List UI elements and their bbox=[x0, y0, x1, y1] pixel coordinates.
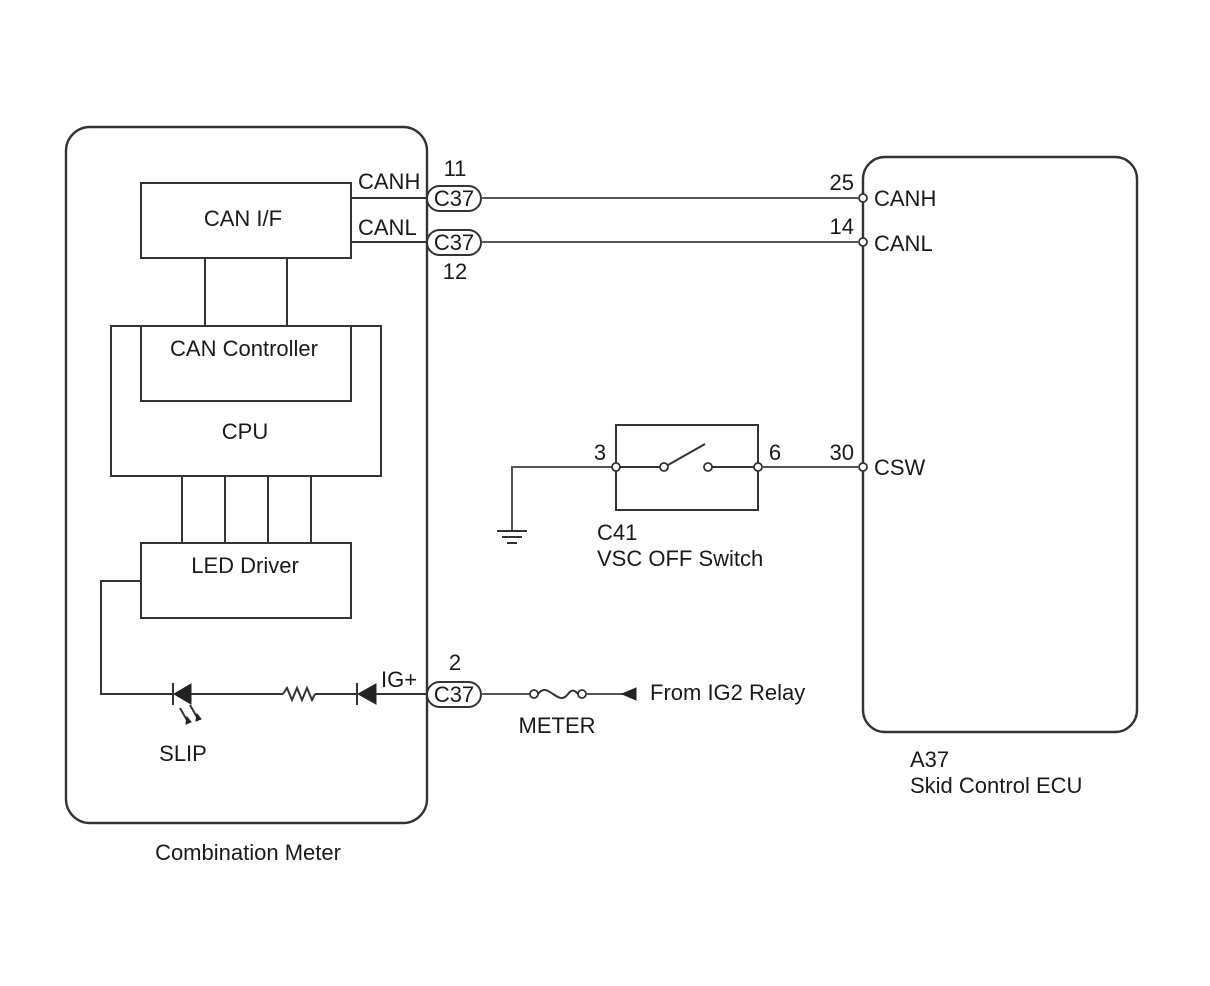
connector-pin-number: 11 bbox=[444, 156, 467, 181]
slip-led-icon bbox=[172, 683, 202, 725]
fuse-label: METER bbox=[519, 713, 596, 738]
connector-pin-number: 2 bbox=[449, 650, 461, 675]
switch-pin-right-number: 6 bbox=[769, 440, 781, 465]
vsc-off-switch: 3 6 C41 VSC OFF Switch bbox=[497, 424, 781, 571]
can-if-block bbox=[140, 182, 352, 259]
connector-c37-canl: C37 12 bbox=[426, 229, 482, 284]
canh-signal-label: CANH bbox=[358, 169, 420, 194]
ecu-code: A37 bbox=[910, 747, 949, 772]
ecu-pin-signal: CSW bbox=[874, 455, 926, 480]
connector-name: C37 bbox=[434, 230, 474, 255]
resistor-icon bbox=[282, 685, 316, 703]
ground-wire bbox=[511, 466, 612, 531]
can-if-label: CAN I/F bbox=[204, 206, 282, 231]
ecu-pin-canh bbox=[858, 193, 868, 203]
combination-meter: CAN I/F CAN Controller CPU LED Driver bbox=[64, 125, 430, 865]
switch-contact-icon bbox=[659, 443, 713, 472]
ecu-name: Skid Control ECU bbox=[910, 773, 1082, 798]
connector-c37-canh: C37 11 bbox=[426, 156, 482, 212]
combination-meter-title: Combination Meter bbox=[155, 840, 341, 865]
slip-lamp-label: SLIP bbox=[159, 741, 207, 766]
can-controller-block bbox=[140, 325, 352, 402]
canl-signal-label: CANL bbox=[358, 215, 417, 240]
ecu-pin-csw bbox=[858, 462, 868, 472]
ecu-pin-canl bbox=[858, 237, 868, 247]
switch-name: VSC OFF Switch bbox=[597, 546, 763, 571]
connector-name: C37 bbox=[434, 682, 474, 707]
switch-pin-6 bbox=[753, 462, 763, 472]
fuse-icon bbox=[529, 688, 587, 700]
skid-control-ecu: 25 CANH 14 CANL 30 CSW A37 Skid Control … bbox=[830, 155, 1139, 798]
ecu-pin-signal: CANL bbox=[874, 231, 933, 256]
can-controller-label: CAN Controller bbox=[170, 336, 318, 361]
source-label: From IG2 Relay bbox=[650, 680, 805, 705]
diode-icon bbox=[356, 683, 377, 705]
cpu-label: CPU bbox=[222, 419, 268, 444]
combination-meter-box bbox=[64, 125, 429, 825]
led-driver-output-wire bbox=[100, 580, 172, 695]
connector-name: C37 bbox=[434, 186, 474, 211]
ecu-pin-number: 30 bbox=[830, 440, 854, 465]
connector-pin-number: 12 bbox=[443, 259, 467, 284]
switch-code: C41 bbox=[597, 520, 637, 545]
switch-pin-left-number: 3 bbox=[594, 440, 606, 465]
arrow-left-icon bbox=[620, 687, 637, 701]
ecu-pin-number: 25 bbox=[830, 170, 854, 195]
ig-plus-label: IG+ bbox=[381, 667, 417, 692]
ecu-box bbox=[861, 155, 1139, 734]
connector-c37-ig: C37 2 bbox=[426, 650, 482, 708]
switch-pin-3 bbox=[611, 462, 621, 472]
ecu-pin-signal: CANH bbox=[874, 186, 936, 211]
ecu-pin-number: 14 bbox=[830, 214, 854, 239]
ground-icon bbox=[497, 530, 527, 544]
led-driver-label: LED Driver bbox=[191, 553, 299, 578]
